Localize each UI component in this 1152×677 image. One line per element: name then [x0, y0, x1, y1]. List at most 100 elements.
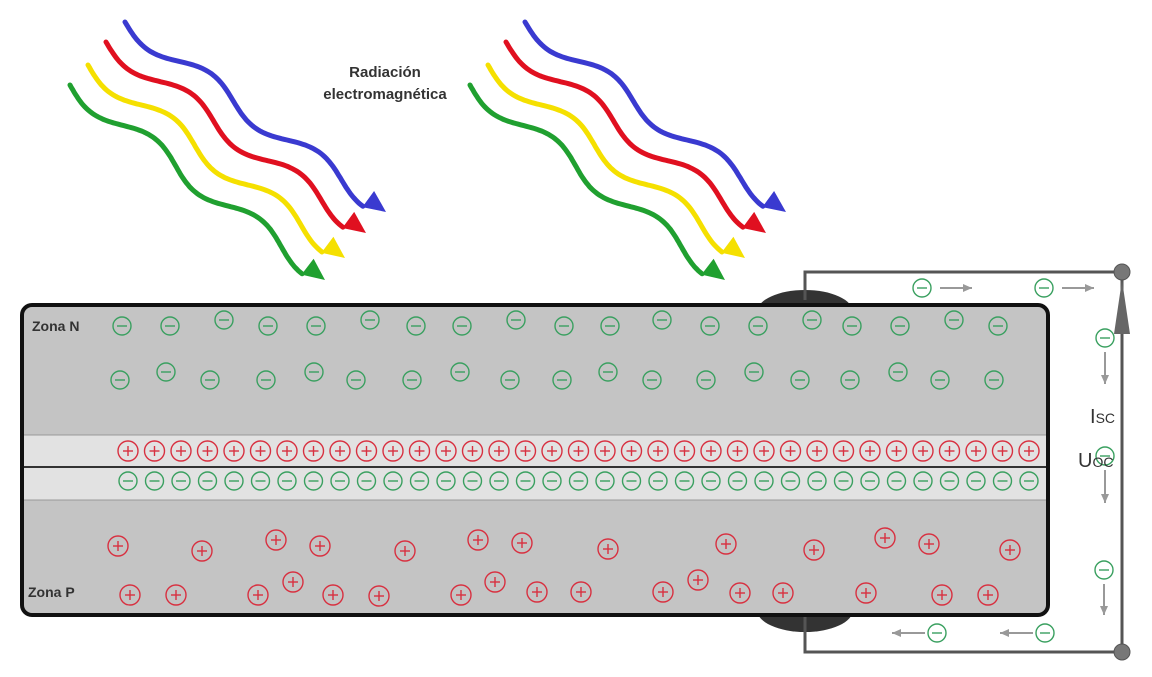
hole-icon	[874, 527, 896, 549]
junction-hole-icon	[435, 440, 457, 462]
junction-electron-icon	[595, 471, 615, 491]
junction-hole-icon	[567, 440, 590, 462]
junction-hole-icon	[143, 440, 166, 462]
junction-electron-icon	[701, 471, 721, 491]
hole-icon	[570, 581, 592, 603]
electron-icon	[802, 310, 822, 330]
junction-electron-icon	[780, 471, 801, 491]
junction-electron-icon	[886, 471, 907, 491]
junction-hole-icon	[117, 440, 139, 462]
electron-icon	[842, 316, 862, 336]
hole-icon	[511, 532, 533, 554]
junction-hole-icon	[832, 440, 855, 462]
hole-icon	[265, 529, 287, 551]
junction-electron-icon	[992, 471, 1013, 491]
junction-electron-icon	[277, 471, 297, 491]
isc-label: ISC	[1090, 406, 1115, 429]
wave-ray	[522, 19, 766, 209]
electron-icon	[988, 316, 1008, 336]
radiation-waves	[67, 19, 786, 280]
electron-icon	[214, 310, 234, 330]
junction-hole-icon	[170, 440, 192, 462]
electron-icon	[406, 316, 426, 336]
junction-electron-icon	[860, 471, 880, 491]
hole-icon	[999, 539, 1021, 561]
wave-ray	[85, 62, 325, 255]
radiation-label-line1: Radiación	[349, 64, 421, 81]
electron-icon	[160, 316, 180, 336]
wave-ray	[103, 39, 346, 230]
junction-hole-icon	[382, 440, 404, 462]
junction-electron-icon	[807, 471, 827, 491]
charges	[107, 278, 1115, 643]
junction-electron-icon	[542, 471, 562, 491]
electron-icon	[500, 370, 520, 390]
hole-icon	[526, 581, 548, 603]
electron-icon	[840, 370, 860, 390]
zone-n-label: Zona N	[32, 318, 80, 334]
electron-icon	[304, 362, 324, 382]
junction-hole-icon	[594, 440, 616, 462]
junction-electron-icon	[489, 471, 509, 491]
junction-electron-icon	[939, 471, 960, 491]
electron-icon	[700, 316, 720, 336]
hole-icon	[652, 581, 674, 603]
hole-icon	[729, 582, 751, 604]
wave-ray	[503, 39, 746, 230]
electron-icon	[642, 370, 662, 390]
junction-hole-icon	[302, 440, 325, 462]
electron-icon	[1034, 278, 1054, 298]
hole-icon	[282, 571, 304, 593]
hole-icon	[597, 538, 619, 560]
electron-icon	[930, 370, 950, 390]
junction-electron-icon	[727, 471, 748, 491]
junction-electron-icon	[462, 471, 483, 491]
hole-icon	[394, 540, 416, 562]
flow-arrow-icon	[940, 284, 972, 292]
wave-arrowhead-icon	[301, 258, 325, 280]
junction-electron-icon	[648, 471, 668, 491]
zone-p-label: Zona P	[28, 584, 75, 600]
circuit-wire	[803, 270, 1124, 654]
hole-icon	[165, 584, 187, 606]
junction-electron-icon	[118, 471, 138, 491]
electron-icon	[452, 316, 472, 336]
hole-icon	[977, 584, 999, 606]
wave-ray	[467, 82, 705, 277]
electron-icon	[890, 316, 910, 336]
radiation-label-line2: electromagnética	[323, 86, 447, 103]
junction-hole-icon	[1018, 440, 1040, 462]
radiation-label: Radiación electromagnética	[300, 62, 470, 106]
wave-arrowhead-icon	[701, 258, 725, 280]
isc-main: I	[1090, 406, 1096, 428]
flow-arrow-icon	[1062, 284, 1094, 292]
electron-icon	[110, 370, 130, 390]
junction-electron-icon	[674, 471, 695, 491]
wave-arrowhead-icon	[321, 236, 345, 258]
wave-ray	[122, 19, 366, 209]
flow-arrow-icon	[1101, 470, 1109, 503]
electron-icon	[256, 370, 276, 390]
junction-electron-icon	[383, 471, 403, 491]
electron-icon	[748, 316, 768, 336]
wave-arrowhead-icon	[742, 211, 766, 233]
junction-electron-icon	[833, 471, 854, 491]
hole-icon	[450, 584, 472, 606]
electron-icon	[790, 370, 810, 390]
junction-electron-icon	[144, 471, 165, 491]
junction-electron-icon	[515, 471, 536, 491]
junction-electron-icon	[754, 471, 774, 491]
wave-ray	[485, 62, 725, 255]
isc-sub: SC	[1095, 410, 1116, 426]
junction-electron-icon	[356, 471, 377, 491]
electron-icon	[927, 623, 947, 643]
electron-icon	[1094, 560, 1114, 580]
junction-hole-icon	[965, 440, 987, 462]
wave-ray	[67, 82, 305, 277]
junction-hole-icon	[223, 440, 245, 462]
flow-arrow-icon	[1100, 584, 1108, 615]
electron-icon	[112, 316, 132, 336]
electron-icon	[306, 316, 326, 336]
electron-icon	[1095, 328, 1115, 348]
